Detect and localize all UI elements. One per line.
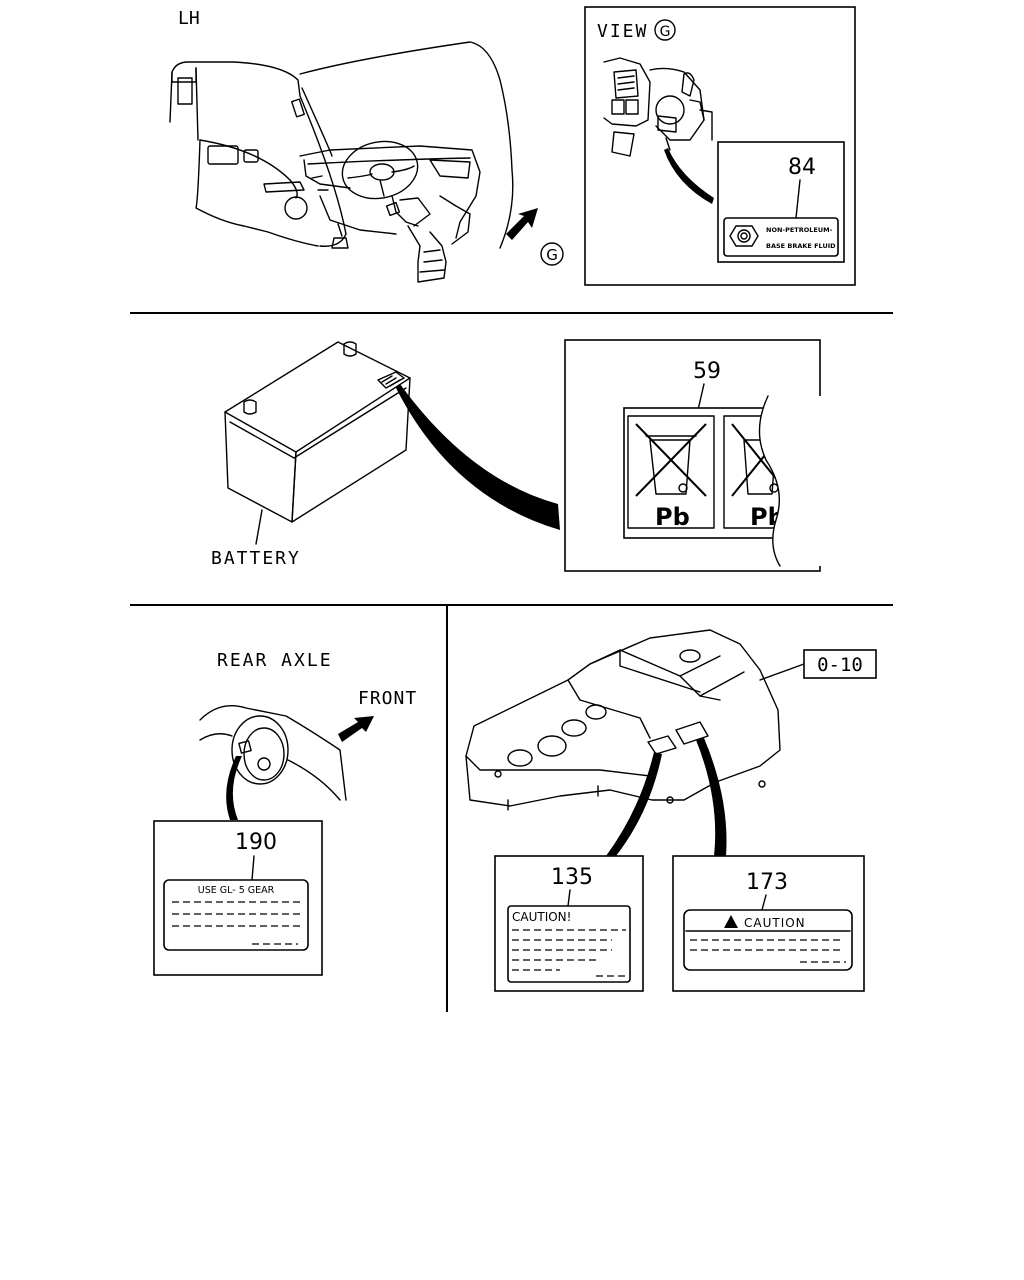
cab-interior-drawing: [169, 41, 514, 283]
caution-a-heading: CAUTION!: [512, 910, 571, 924]
shift-lever: [331, 223, 349, 249]
warning-triangle-icon: [724, 915, 738, 928]
rear-axle-drawing: [199, 705, 347, 820]
caution-a-number: 135: [551, 865, 593, 890]
view-letter-circle: [654, 19, 676, 41]
battery-label: BATTERY: [211, 548, 301, 569]
view-g-marker: [540, 242, 564, 266]
engine-cover-drawing: [465, 629, 781, 856]
door-pocket: [207, 145, 239, 165]
brake-label-number: 84: [788, 155, 816, 180]
brake-label-line1: NON-PETROLEUM-: [766, 226, 833, 234]
recycle-symbol-text: Pb: [655, 503, 690, 531]
front-label: FRONT: [358, 688, 417, 709]
view-letter: G: [660, 24, 671, 40]
ref-code: 0-10: [817, 654, 863, 676]
gear-label-heading: USE GL- 5 GEAR: [198, 885, 275, 896]
caution-label-a-location: [647, 735, 677, 755]
caution-label-a-plate: [507, 905, 631, 983]
caution-b-heading: CAUTION: [744, 916, 806, 930]
caution-label-b-location: [675, 721, 709, 745]
brake-fluid-symbol-icon: [729, 225, 759, 247]
view-label: VIEW: [597, 21, 648, 42]
door-pillar-trim: [177, 77, 193, 105]
filled-arrow-icon: [506, 208, 538, 240]
brake-label-line2: BASE BRAKE FLUID: [766, 242, 836, 250]
recycle-label-number: 59: [693, 359, 721, 384]
crossed-bin-icon: [635, 423, 707, 497]
gear-oil-label-plate: [163, 879, 309, 951]
side-label: LH: [178, 8, 200, 29]
battery-drawing: [224, 341, 560, 545]
gear-label-number: 190: [235, 830, 277, 855]
caution-b-number: 173: [746, 870, 788, 895]
view-g-detail-drawing: [603, 57, 714, 204]
door-handle: [243, 149, 259, 163]
rear-axle-title: REAR AXLE: [217, 650, 333, 671]
steering-wheel: [341, 140, 419, 200]
filled-arrow-icon: [338, 716, 374, 742]
door-speaker: [284, 196, 308, 220]
ref-code-box: [803, 649, 877, 679]
arrow-letter: G: [546, 246, 558, 264]
